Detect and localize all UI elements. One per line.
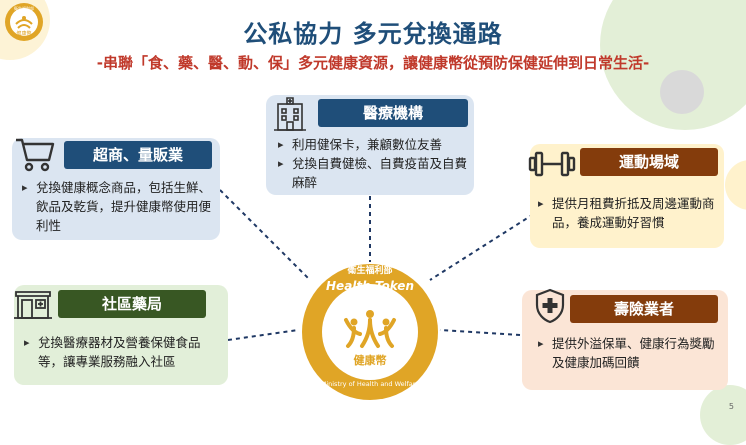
tag-sports: 運動場域 (580, 148, 718, 176)
tag-medical: 醫療機構 (318, 99, 468, 127)
insurance-item: 提供外溢保單、健康行為獎勵及健康加碼回饋 (538, 334, 724, 372)
convenience-item: 兌換健康概念商品，包括生鮮、飲品及乾貨，提升健康幣使用便利性 (22, 178, 214, 235)
page-subtitle: -串聯「食、藥、醫、動、保」多元健康資源，讓健康幣從預防保健延伸到日常生活- (96, 54, 650, 72)
center-logo (300, 262, 440, 402)
tag-convenience: 超商、量販業 (64, 141, 212, 169)
hospital-icon (270, 94, 310, 134)
center-logo-arc-text: Health Token (326, 279, 414, 293)
top-logo-caption: 健康幣 (16, 31, 32, 37)
page-number: 5 (728, 402, 734, 411)
connector-lines (219, 189, 541, 341)
medical-item: 兌換自費健檢、自費疫苗及自費麻醉 (278, 154, 468, 192)
pharmacy-item: 兌換醫療器材及營養保健食品等，讓專業服務融入社區 (24, 333, 224, 371)
top-logo (4, 2, 44, 42)
dumbbell-icon (528, 150, 576, 178)
decor-circle-right-yellow (725, 160, 746, 210)
pharmacy-icon (12, 282, 54, 324)
center-logo-name: 健康幣 (353, 354, 387, 367)
center-logo-top-text: 衛生福利部 (347, 266, 393, 276)
shopping-cart-icon (14, 134, 56, 174)
medical-item: 利用健保卡，兼顧數位友善 (278, 135, 468, 154)
page-title: 公私協力 多元兌換通路 (243, 20, 503, 48)
decor-circle-top-right-gray (660, 70, 704, 114)
tag-insurance: 壽險業者 (570, 295, 718, 323)
sports-item: 提供月租費折抵及周邊運動商品，養成運動好習慣 (538, 194, 720, 232)
tag-pharmacy: 社區藥局 (58, 290, 206, 318)
center-logo-bottom-text: Ministry of Health and Welfare (320, 380, 420, 388)
insurance-shield-icon (534, 288, 566, 324)
top-logo-caption-top: 衛生福利部 (14, 6, 34, 11)
